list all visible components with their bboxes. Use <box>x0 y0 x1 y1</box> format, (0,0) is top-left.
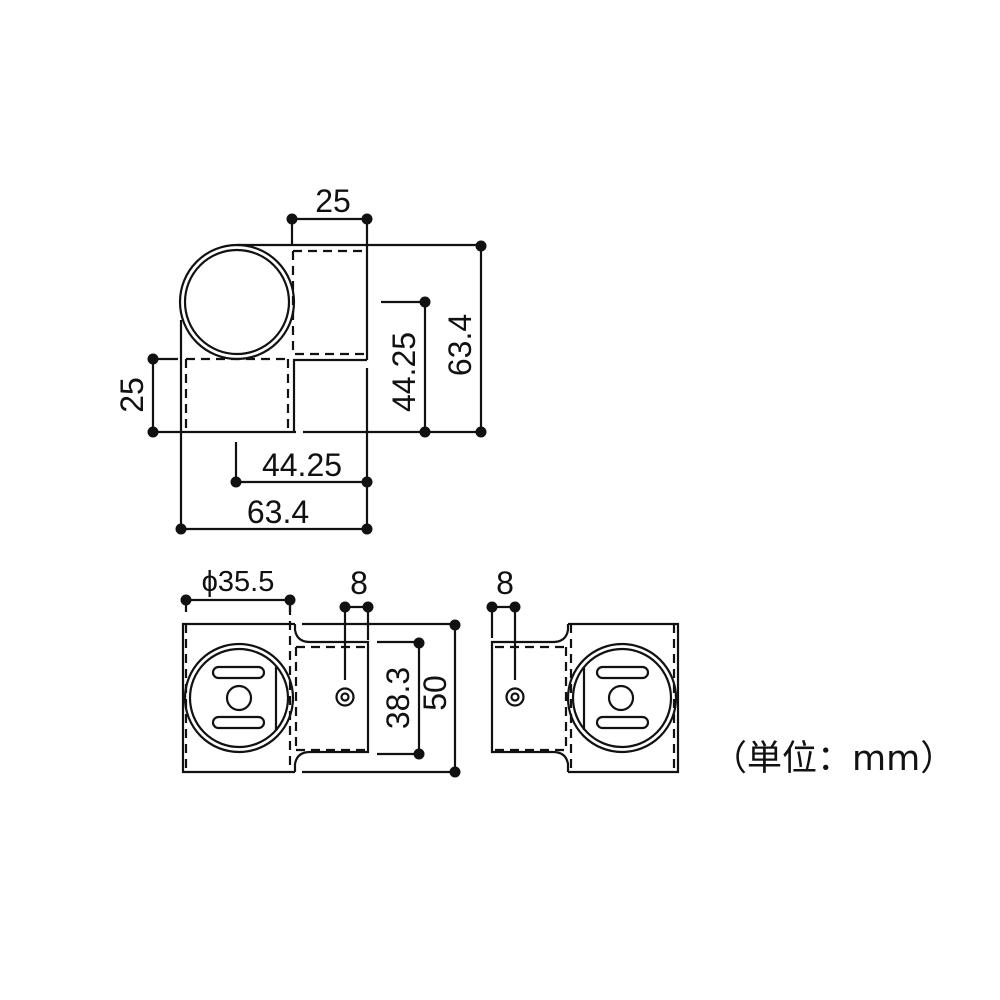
side-center-hole <box>607 684 635 712</box>
center-hole <box>225 684 253 712</box>
side-pipe-inner-circle <box>571 647 673 749</box>
dim-dot <box>475 426 487 438</box>
side-body-outline <box>568 622 680 774</box>
front-hidden-lines <box>184 606 292 772</box>
side-screw-hole-inner <box>510 692 520 702</box>
dim-dot <box>449 766 461 778</box>
dim-dot <box>419 296 431 308</box>
dim-dot <box>413 748 425 760</box>
dim-dot <box>509 601 521 613</box>
side-tab-outline <box>490 624 570 772</box>
dim-dot <box>175 523 187 535</box>
dim-outer-height: 63.4 <box>442 314 478 376</box>
dim-line-inner-width <box>234 442 367 484</box>
screw-hole-inner <box>340 692 350 702</box>
dim-dot <box>449 619 461 631</box>
front-body-outline <box>181 622 295 774</box>
side-dim-hole-offset: 8 <box>496 565 514 601</box>
dim-dot <box>486 601 498 613</box>
dim-line-hole-offset <box>343 605 370 680</box>
dim-outer-width: 63.4 <box>247 494 309 530</box>
pipe-inner-circle <box>183 248 291 356</box>
slot-upper <box>211 665 266 680</box>
side-screw-hole-outer <box>505 687 525 707</box>
dim-dot <box>362 601 374 613</box>
side-slot-lower <box>595 715 650 730</box>
dim-dot <box>361 213 373 225</box>
front-pipe-inner-circle <box>188 647 290 749</box>
dim-dot <box>339 601 351 613</box>
front-tab-outline <box>293 624 370 772</box>
dim-left-height: 25 <box>114 377 150 413</box>
inner-step-line <box>292 358 367 432</box>
dim-dot <box>361 523 373 535</box>
unit-label: （単位：mm） <box>712 739 956 779</box>
dim-dot <box>180 594 192 606</box>
dim-tab-height: 38.3 <box>380 667 416 729</box>
dim-dot <box>475 240 487 252</box>
front-hidden-socket <box>294 645 367 752</box>
side-slot-upper <box>595 665 650 680</box>
dim-line-diameter <box>184 598 292 612</box>
dim-top-width: 25 <box>315 183 351 219</box>
side-dim-line-hole-offset <box>490 605 517 680</box>
dim-dot <box>413 637 425 649</box>
dim-inner-height: 44.25 <box>386 332 422 412</box>
front-view: ϕ35.5 8 38.3 50 <box>180 565 461 778</box>
dim-hole-offset: 8 <box>350 565 368 601</box>
dim-dot <box>147 426 159 438</box>
dim-dot <box>419 426 431 438</box>
dim-dot <box>284 594 296 606</box>
dim-line-tab-height <box>377 640 421 756</box>
hidden-socket-left <box>184 357 290 432</box>
dim-dot <box>147 353 159 365</box>
dim-line-inner-height <box>381 300 427 432</box>
screw-hole-outer <box>335 687 355 707</box>
dim-body-height: 50 <box>417 675 453 711</box>
dim-dot <box>286 213 298 225</box>
front-pipe-outer-circle <box>183 642 295 754</box>
pipe-outer-circle <box>178 243 296 361</box>
side-pipe-outer-circle <box>566 642 678 754</box>
dim-dot <box>230 476 242 488</box>
side-hidden-socket <box>495 645 568 752</box>
dim-inner-width: 44.25 <box>262 447 342 483</box>
dim-dot <box>361 476 373 488</box>
side-view: 8 <box>486 565 680 774</box>
hidden-socket-top <box>291 249 366 356</box>
top-view: 25 25 44.25 63.4 44.25 63.4 <box>114 183 487 535</box>
side-hidden-lines <box>569 624 676 772</box>
slot-lower <box>211 715 266 730</box>
dim-diameter: ϕ35.5 <box>202 566 275 598</box>
